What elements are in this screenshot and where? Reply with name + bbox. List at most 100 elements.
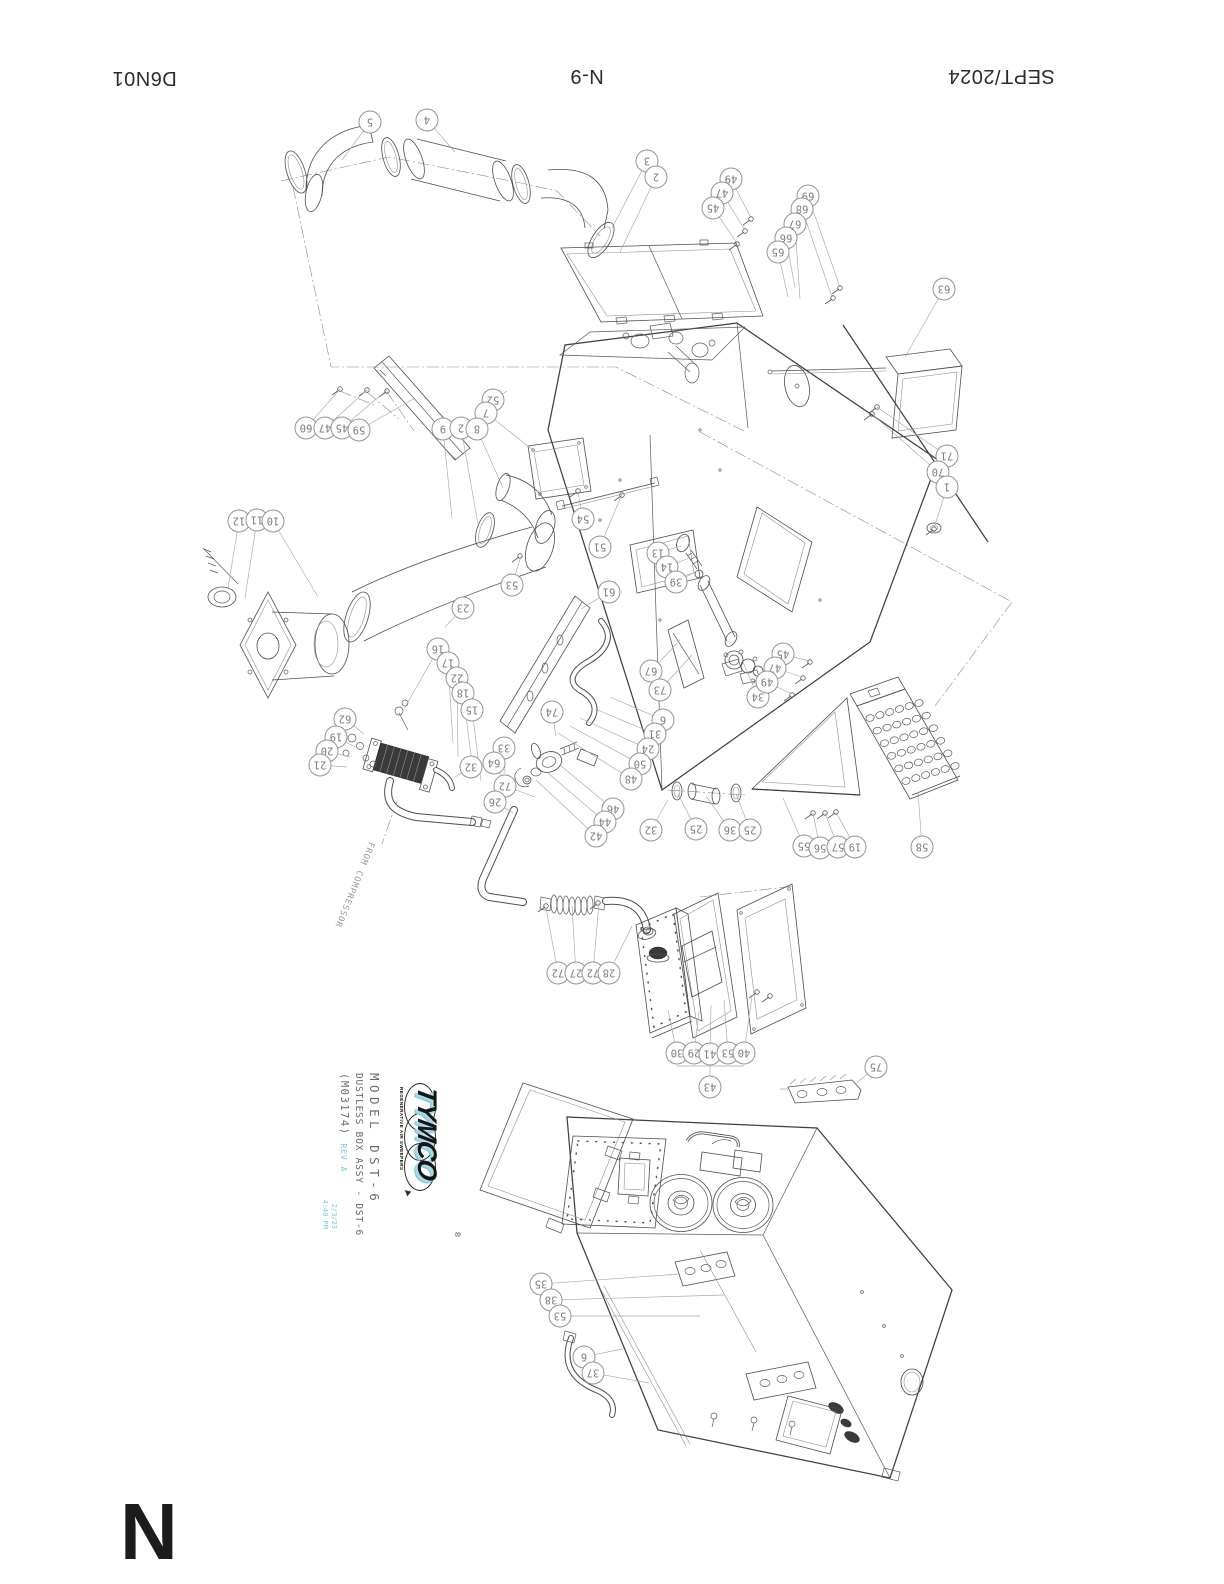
svg-text:23: 23: [457, 601, 470, 613]
svg-text:17: 17: [442, 656, 455, 668]
screw-fastener: [736, 228, 748, 238]
svg-text:47: 47: [716, 186, 729, 198]
part-number: (M03174): [338, 1073, 350, 1136]
title-part-number: (M03174) REV A: [338, 1073, 350, 1243]
svg-text:50: 50: [634, 757, 647, 769]
interior-components: [622, 322, 716, 384]
main-dust-box: [547, 322, 989, 792]
svg-text:3: 3: [644, 154, 650, 166]
intake-duct-assembly: [284, 124, 615, 259]
callout-balloon-39: 39: [664, 570, 698, 594]
title-assembly: DUSTLESS BOX ASSY - DST-6: [353, 1073, 364, 1236]
svg-text:4: 4: [424, 113, 430, 125]
callout-balloon-25: 25: [735, 793, 762, 842]
svg-text:24: 24: [642, 742, 655, 754]
svg-text:42: 42: [590, 829, 603, 841]
screw-fastener: [831, 285, 843, 295]
registered-mark: ®: [453, 1231, 460, 1237]
svg-text:32: 32: [465, 760, 478, 772]
svg-text:2: 2: [653, 170, 659, 182]
support-rail: [499, 595, 591, 734]
svg-text:26: 26: [489, 795, 502, 807]
callout-balloon-56: 56: [808, 812, 832, 860]
box-lid: [560, 239, 764, 325]
svg-text:12: 12: [233, 514, 246, 526]
isolator-sleeve-parts: [671, 781, 742, 805]
screw-fastener: [794, 675, 806, 685]
svg-text:75: 75: [870, 1060, 883, 1072]
callout-balloon-45: 45: [701, 196, 738, 244]
callout-balloon-2: 2: [619, 165, 668, 253]
logo-swirl-arrow-icon: [402, 1187, 412, 1197]
callout-balloon-40: 40: [732, 995, 756, 1065]
svg-text:44: 44: [599, 815, 612, 827]
svg-text:57: 57: [832, 840, 845, 852]
svg-text:2: 2: [458, 421, 464, 433]
svg-text:53: 53: [554, 1309, 567, 1321]
callout-balloon-43: 43: [698, 1066, 722, 1099]
section-tab: N: [120, 1487, 178, 1576]
svg-text:22: 22: [451, 671, 464, 683]
callout-balloon-53: 53: [500, 555, 524, 597]
screw-fastener: [925, 526, 937, 536]
mount-bracket-75: [787, 1073, 862, 1104]
callout-balloon-73: 73: [648, 654, 693, 702]
svg-text:16: 16: [432, 642, 445, 654]
svg-text:7: 7: [483, 406, 489, 418]
svg-text:72: 72: [552, 966, 565, 978]
callout-balloon-30: 30: [665, 1009, 689, 1065]
fasteners: [331, 216, 937, 1003]
callout-balloon-16: 16: [403, 637, 450, 710]
callout-balloon-23: 23: [444, 596, 475, 628]
callout-balloon-3: 3: [611, 149, 659, 229]
svg-text:53: 53: [722, 1046, 735, 1058]
svg-text:65: 65: [772, 245, 785, 257]
revision: REV A: [339, 1143, 348, 1173]
filter-gasket-frame: [736, 883, 807, 1035]
callout-balloon-26: 26: [483, 790, 514, 814]
svg-text:6: 6: [581, 1350, 587, 1362]
tie-rod: [555, 476, 660, 511]
svg-text:72: 72: [587, 966, 600, 978]
callout-balloon-21: 21: [308, 753, 348, 777]
screw-fastener: [742, 216, 754, 226]
callout-balloon-37: 37: [581, 1361, 650, 1385]
title-model: MODEL DST-6: [367, 1073, 382, 1206]
svg-text:61: 61: [603, 585, 616, 597]
plot-time: 4:40 PM: [321, 1199, 329, 1229]
svg-text:33: 33: [498, 741, 511, 753]
svg-text:55: 55: [798, 839, 811, 851]
screw-fastener: [801, 659, 813, 669]
transition-duct: [343, 512, 555, 643]
svg-text:67: 67: [645, 664, 658, 676]
svg-text:47: 47: [769, 661, 782, 673]
callout-balloon-65: 65: [766, 240, 790, 298]
callout-balloon-45: 45: [330, 389, 388, 440]
callout-balloon-54: 54: [571, 491, 595, 531]
aftercooler-coil: [342, 699, 492, 829]
svg-text:8: 8: [474, 422, 480, 434]
svg-text:38: 38: [545, 1293, 558, 1305]
svg-text:18: 18: [457, 686, 470, 698]
zigzag-hose-inner: [570, 619, 610, 725]
svg-text:51: 51: [594, 540, 607, 552]
compressor-tube-run: [477, 806, 657, 940]
svg-text:74: 74: [546, 705, 559, 717]
callout-balloon-66: 66: [774, 226, 798, 289]
blower-housing: [202, 547, 350, 699]
callout-balloon-60: 60: [294, 388, 341, 440]
callout-balloon-19: 19: [835, 811, 867, 859]
svg-text:9: 9: [440, 422, 446, 434]
callout-balloon-70: 70: [871, 413, 950, 484]
svg-text:45: 45: [777, 647, 790, 659]
callout-balloon-67: 67: [639, 639, 681, 683]
svg-text:67: 67: [789, 217, 802, 229]
screw-fastener: [728, 241, 740, 251]
svg-text:14: 14: [661, 560, 674, 572]
svg-text:5: 5: [367, 115, 373, 127]
pneumatic-cylinder: [676, 533, 738, 647]
callout-balloon-49: 49: [755, 670, 793, 695]
triangular-plate: [751, 697, 861, 796]
